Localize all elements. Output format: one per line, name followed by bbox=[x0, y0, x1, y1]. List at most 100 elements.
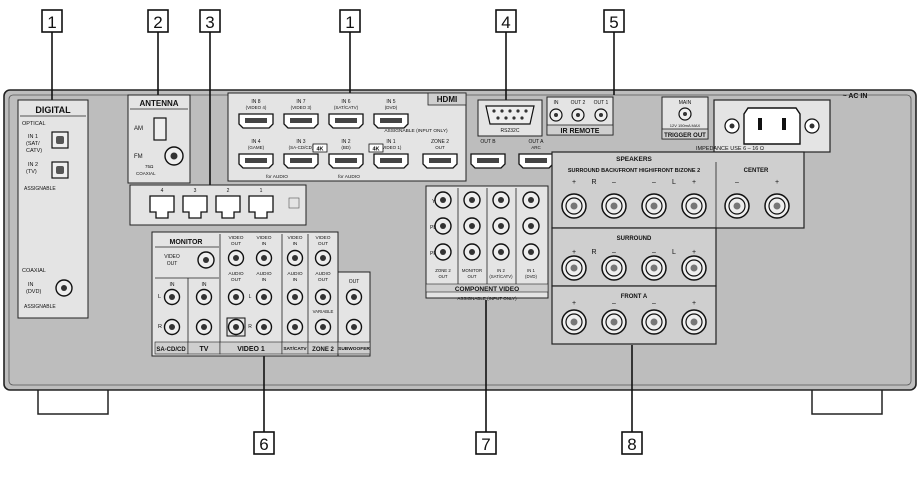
component-col-label-2: (SAT/CATV) bbox=[489, 274, 513, 279]
svg-text:ZONE 2: ZONE 2 bbox=[312, 347, 334, 353]
svg-text:OUT: OUT bbox=[318, 277, 328, 283]
svg-text:IN 1: IN 1 bbox=[28, 134, 38, 140]
svg-text:TV: TV bbox=[200, 346, 209, 353]
callout-2: 2 bbox=[147, 9, 169, 33]
lan-port[interactable] bbox=[248, 195, 274, 219]
svg-text:OUT: OUT bbox=[318, 241, 328, 247]
svg-text:VIDEO: VIDEO bbox=[316, 235, 331, 241]
svg-text:(TV): (TV) bbox=[26, 169, 37, 175]
svg-text:SURROUND: SURROUND bbox=[617, 236, 652, 242]
svg-text:PR: PR bbox=[430, 251, 437, 257]
hdmi-bottom-label-2: ARC bbox=[531, 145, 541, 150]
trigger-out-section: MAIN 12V 150mA MAX TRIGGER OUT bbox=[661, 96, 709, 140]
terminal-polarity: R bbox=[591, 249, 596, 256]
hdmi-bottom-label-1: IN 3 bbox=[296, 139, 305, 145]
terminal-polarity: – bbox=[652, 249, 656, 256]
svg-text:for AUDIO: for AUDIO bbox=[266, 174, 288, 180]
hdmi-top-label-1: IN 5 bbox=[386, 99, 395, 105]
svg-text:12V 150mA MAX: 12V 150mA MAX bbox=[670, 123, 701, 128]
svg-text:OUT: OUT bbox=[167, 261, 178, 267]
am-antenna-terminal[interactable] bbox=[153, 117, 167, 141]
svg-text:MONITOR: MONITOR bbox=[170, 239, 203, 246]
hdmi-bottom-label-1: IN 2 bbox=[341, 139, 350, 145]
svg-text:IN 2: IN 2 bbox=[28, 162, 38, 168]
terminal-polarity: + bbox=[692, 249, 696, 256]
hdmi-top-label-1: IN 8 bbox=[251, 99, 260, 105]
svg-text:VIDEO: VIDEO bbox=[288, 235, 303, 241]
svg-text:IN: IN bbox=[262, 277, 267, 283]
svg-text:3: 3 bbox=[205, 13, 214, 32]
hdmi-bottom-label-1: IN 4 bbox=[251, 139, 260, 145]
hdmi-top-label-2: (DVD) bbox=[385, 105, 398, 110]
4k-badge bbox=[368, 143, 384, 153]
svg-text:HDMI: HDMI bbox=[437, 95, 457, 104]
svg-text:4: 4 bbox=[501, 13, 510, 32]
4k-badge-text: 4K bbox=[316, 147, 323, 153]
hdmi-section: HDMI IN 8(VIDEO 4)IN 7(VIDEO 3)IN 6(SAT/… bbox=[227, 92, 554, 182]
svg-text:ASSIGNABLE (INPUT ONLY): ASSIGNABLE (INPUT ONLY) bbox=[384, 128, 448, 134]
svg-text:CATV): CATV) bbox=[26, 148, 42, 154]
svg-text:L: L bbox=[158, 294, 161, 300]
svg-text:5: 5 bbox=[609, 13, 618, 32]
hdmi-bottom-label-2: (VIDEO 1) bbox=[381, 145, 402, 150]
hdmi-top-label-1: IN 6 bbox=[341, 99, 350, 105]
svg-text:SAT/CATV: SAT/CATV bbox=[283, 346, 307, 352]
svg-text:ASSIGNABLE: ASSIGNABLE bbox=[24, 186, 56, 192]
callout-7: 7 bbox=[475, 431, 497, 455]
svg-text:IN: IN bbox=[262, 241, 267, 247]
hdmi-top-label-1: IN 7 bbox=[296, 99, 305, 105]
callout-lines bbox=[51, 32, 633, 432]
svg-text:7: 7 bbox=[481, 435, 490, 454]
svg-text:VIDEO: VIDEO bbox=[164, 254, 180, 260]
svg-text:OUT 1: OUT 1 bbox=[594, 100, 609, 106]
svg-text:IN: IN bbox=[202, 282, 207, 288]
svg-text:OUT: OUT bbox=[231, 241, 241, 247]
terminal-polarity: + bbox=[572, 179, 576, 186]
lan-port[interactable] bbox=[215, 195, 241, 219]
svg-text:(DVD): (DVD) bbox=[26, 289, 41, 295]
svg-text:COMPONENT VIDEO: COMPONENT VIDEO bbox=[455, 286, 519, 293]
svg-text:IR REMOTE: IR REMOTE bbox=[561, 128, 600, 135]
svg-text:COAXIAL: COAXIAL bbox=[22, 268, 46, 274]
component-col-label-1: MONITOR bbox=[462, 268, 482, 273]
terminal-polarity: + bbox=[572, 300, 576, 307]
svg-text:1: 1 bbox=[47, 13, 56, 32]
component-col-label-2: OUT bbox=[467, 274, 476, 279]
hdmi-top-label-2: (SAT/CATV) bbox=[334, 105, 359, 110]
callout-6: 6 bbox=[253, 431, 275, 455]
svg-text:IN: IN bbox=[293, 241, 298, 247]
svg-text:R: R bbox=[158, 324, 162, 330]
svg-text:VARIABLE: VARIABLE bbox=[313, 309, 334, 314]
svg-text:(SAT/: (SAT/ bbox=[26, 141, 40, 147]
terminal-polarity: L bbox=[672, 249, 676, 256]
svg-text:ASSIGNABLE (INPUT ONLY): ASSIGNABLE (INPUT ONLY) bbox=[457, 296, 517, 301]
svg-text:SPEAKERS: SPEAKERS bbox=[616, 156, 652, 163]
callout-5: 5 bbox=[603, 9, 625, 33]
svg-text:DIGITAL: DIGITAL bbox=[35, 105, 71, 115]
hdmi-bottom-label-2: (GAME) bbox=[248, 145, 265, 150]
component-col-label-1: ZONE 2 bbox=[435, 268, 451, 273]
lan-port[interactable] bbox=[149, 195, 175, 219]
component-col-label-2: OUT bbox=[438, 274, 447, 279]
svg-text:COAXIAL: COAXIAL bbox=[136, 171, 156, 176]
svg-text:TRIGGER OUT: TRIGGER OUT bbox=[664, 133, 706, 139]
terminal-polarity: R bbox=[591, 179, 596, 186]
hdmi-bottom-label-1: OUT B bbox=[480, 139, 496, 145]
svg-text:FRONT A: FRONT A bbox=[621, 294, 648, 300]
rs232c-port[interactable] bbox=[485, 105, 535, 125]
svg-text:MAIN: MAIN bbox=[679, 100, 692, 106]
svg-text:OUT: OUT bbox=[349, 279, 360, 285]
callout-3: 3 bbox=[199, 9, 221, 33]
rs232c-section: RS232C bbox=[477, 99, 543, 137]
digital-section: DIGITAL OPTICAL IN 1 (SAT/ CATV) IN 2 (T… bbox=[17, 99, 89, 319]
svg-text:SURROUND BACK/FRONT HIGH/FRONT: SURROUND BACK/FRONT HIGH/FRONT B/ZONE 2 bbox=[568, 168, 700, 174]
svg-text:AUDIO: AUDIO bbox=[256, 271, 271, 277]
lan-port[interactable] bbox=[182, 195, 208, 219]
ir-remote-section: IN OUT 2 OUT 1 IR REMOTE bbox=[546, 96, 614, 136]
hdmi-top-label-2: (VIDEO 4) bbox=[246, 105, 267, 110]
svg-text:SA-CD/CD: SA-CD/CD bbox=[156, 347, 186, 353]
ac-inlet[interactable] bbox=[743, 107, 801, 145]
